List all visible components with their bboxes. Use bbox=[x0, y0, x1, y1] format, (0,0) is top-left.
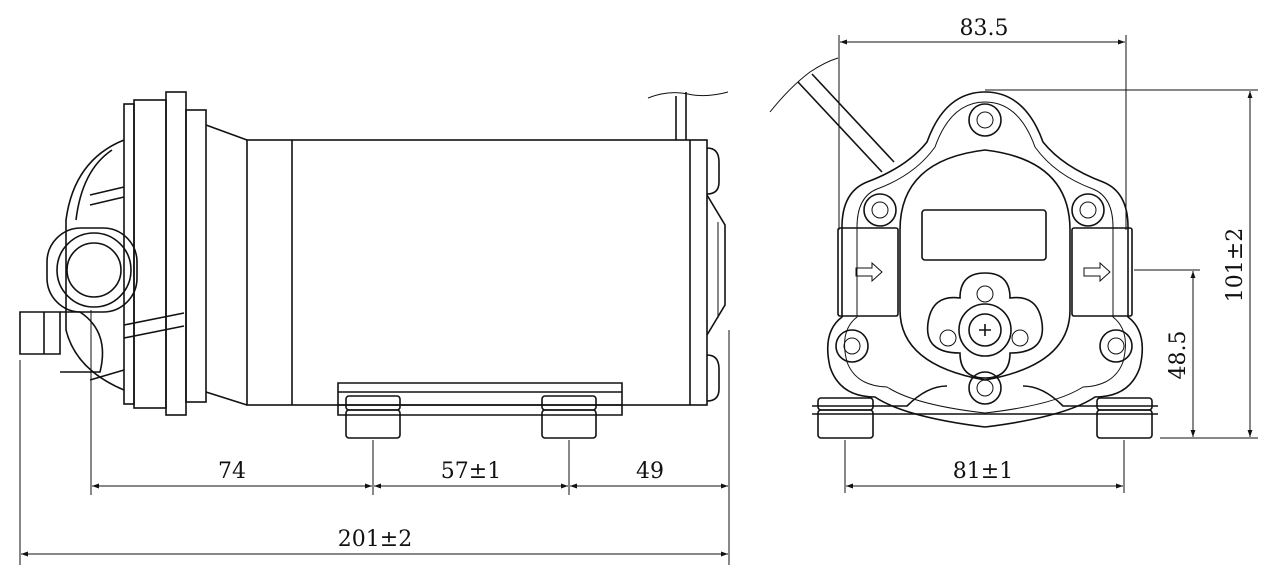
dimension-row-parts: 74 57±1 49 bbox=[90, 310, 730, 565]
pump-head bbox=[65, 91, 248, 416]
pump-housing bbox=[826, 91, 1144, 428]
housing-screws bbox=[835, 103, 1133, 405]
end-view: 83.5 81±1 48.5 101±2 bbox=[769, 16, 1258, 493]
dimension-foot-width: 81±1 bbox=[844, 440, 1125, 493]
dim-label-48-5: 48.5 bbox=[1166, 331, 1191, 380]
dim-label-49: 49 bbox=[636, 459, 664, 484]
dim-label-101: 101±2 bbox=[1223, 228, 1248, 302]
power-wire bbox=[647, 91, 729, 140]
side-view: 74 57±1 49 201±2 bbox=[19, 91, 730, 565]
dimension-overall-height: 101±2 bbox=[985, 89, 1258, 437]
dimension-top-width: 83.5 bbox=[838, 16, 1127, 230]
mounting-bracket bbox=[337, 382, 623, 439]
center-valve-cluster bbox=[926, 272, 1044, 379]
dim-label-201: 201±2 bbox=[338, 527, 412, 552]
dimension-port-height: 48.5 bbox=[1134, 269, 1258, 439]
dim-label-57: 57±1 bbox=[441, 459, 501, 484]
dim-label-83-5: 83.5 bbox=[960, 16, 1009, 41]
dimension-overall-length: 201±2 bbox=[19, 360, 728, 565]
dim-label-74: 74 bbox=[218, 459, 246, 484]
dim-label-81: 81±1 bbox=[953, 459, 1013, 484]
motor-body bbox=[246, 139, 726, 406]
mounting-feet bbox=[812, 385, 1158, 439]
inlet-port bbox=[19, 227, 138, 373]
power-wire-end bbox=[769, 57, 895, 173]
